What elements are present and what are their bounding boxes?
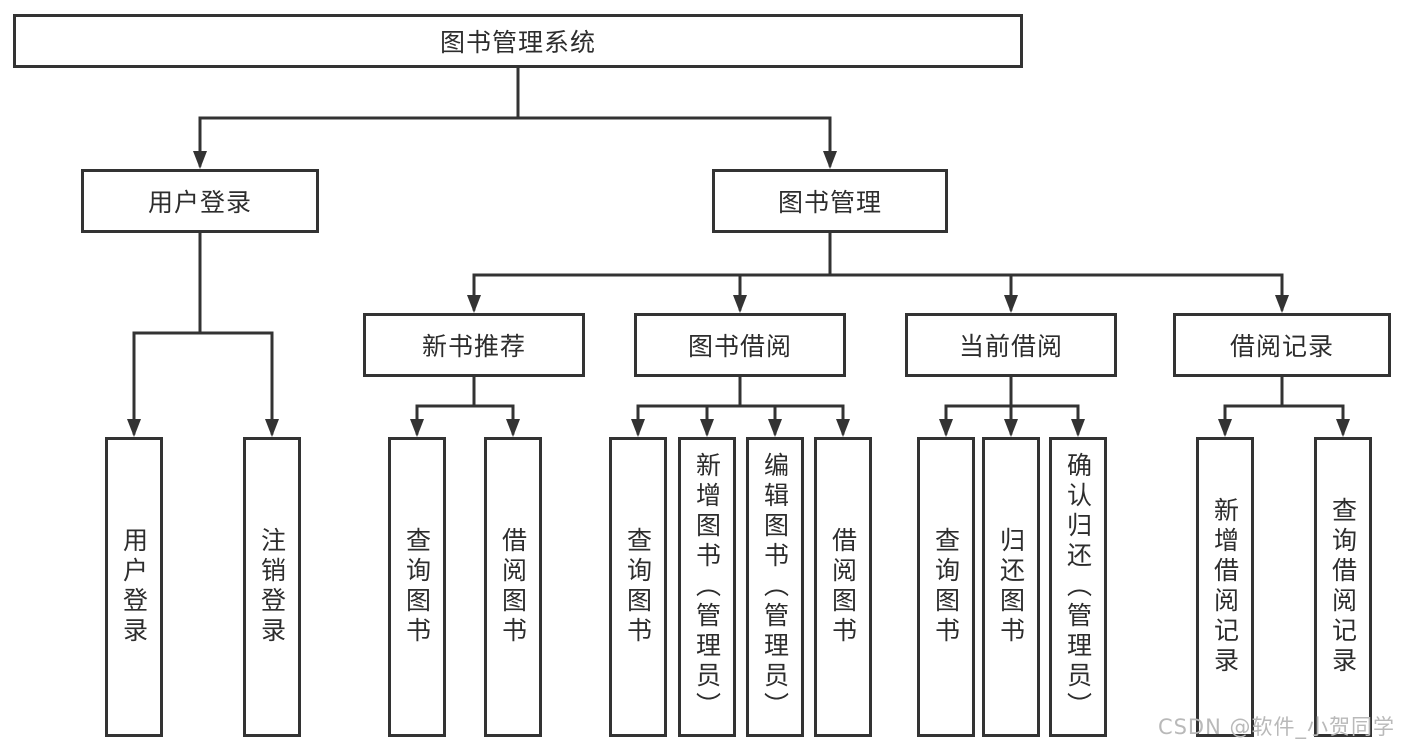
node-library-management-system-label: 图书管理系统: [439, 28, 596, 57]
leaf-logout-label: 注销登录: [257, 527, 287, 647]
node-new-book-recommendation: 新书推荐: [363, 313, 585, 377]
arrow-icon: [1004, 295, 1018, 313]
leaf-borrow-books-recommend-label: 借阅图书: [498, 527, 528, 647]
arrow-icon: [939, 419, 953, 437]
leaf-query-books-current: 查询图书: [917, 437, 975, 737]
node-new-book-recommendation-label: 新书推荐: [421, 332, 526, 361]
node-current-borrowing-label: 当前借阅: [958, 332, 1063, 361]
csdn-watermark: CSDN @软件_小贺同学: [1157, 715, 1395, 739]
arrow-icon: [1336, 419, 1350, 437]
leaf-borrow-books-label: 借阅图书: [828, 527, 858, 647]
arrow-icon: [836, 419, 850, 437]
arrowheads: [127, 151, 1350, 437]
leaf-add-borrow-record-label: 新增借阅记录: [1210, 497, 1240, 677]
leaf-add-borrow-record: 新增借阅记录: [1196, 437, 1254, 737]
leaf-user-login: 用户登录: [105, 437, 163, 737]
leaf-return-book-label: 归还图书: [996, 527, 1026, 647]
node-book-borrowing-label: 图书借阅: [687, 332, 792, 361]
arrow-icon: [1218, 419, 1232, 437]
leaf-user-login-label: 用户登录: [119, 527, 149, 647]
leaf-query-books-borrow: 查询图书: [609, 437, 667, 737]
leaf-borrow-books: 借阅图书: [814, 437, 872, 737]
leaf-query-books-current-label: 查询图书: [931, 527, 961, 647]
node-library-management-system: 图书管理系统: [13, 14, 1023, 68]
arrow-icon: [1275, 295, 1289, 313]
connector-path: [132, 66, 1345, 435]
node-borrowing-records-label: 借阅记录: [1229, 332, 1334, 361]
leaf-query-books-recommend-label: 查询图书: [402, 527, 432, 647]
leaf-borrow-books-recommend: 借阅图书: [484, 437, 542, 737]
arrow-icon: [700, 419, 714, 437]
node-book-management-label: 图书管理: [777, 188, 882, 217]
node-book-borrowing: 图书借阅: [634, 313, 846, 377]
leaf-logout: 注销登录: [243, 437, 301, 737]
leaf-return-book: 归还图书: [982, 437, 1040, 737]
node-book-management: 图书管理: [712, 169, 948, 233]
arrow-icon: [631, 419, 645, 437]
arrow-icon: [193, 151, 207, 169]
arrow-icon: [823, 151, 837, 169]
leaf-edit-book-admin: 编辑图书（管理员）: [746, 437, 804, 737]
node-current-borrowing: 当前借阅: [905, 313, 1117, 377]
node-user-login: 用户登录: [81, 169, 319, 233]
arrow-icon: [506, 419, 520, 437]
node-borrowing-records: 借阅记录: [1173, 313, 1391, 377]
arrow-icon: [265, 419, 279, 437]
node-user-login-label: 用户登录: [147, 188, 252, 217]
arrow-icon: [768, 419, 782, 437]
arrow-icon: [1004, 419, 1018, 437]
leaf-query-borrow-record: 查询借阅记录: [1314, 437, 1372, 737]
leaf-add-book-admin: 新增图书（管理员）: [678, 437, 736, 737]
leaf-edit-book-admin-label: 编辑图书（管理员）: [760, 452, 790, 722]
leaf-confirm-return-admin: 确认归还（管理员）: [1049, 437, 1107, 737]
leaf-confirm-return-admin-label: 确认归还（管理员）: [1063, 452, 1093, 722]
arrow-icon: [127, 419, 141, 437]
arrow-icon: [410, 419, 424, 437]
leaf-add-book-admin-label: 新增图书（管理员）: [692, 452, 722, 722]
leaf-query-books-borrow-label: 查询图书: [623, 527, 653, 647]
leaf-query-books-recommend: 查询图书: [388, 437, 446, 737]
arrow-icon: [467, 295, 481, 313]
arrow-icon: [733, 295, 747, 313]
arrow-icon: [1071, 419, 1085, 437]
leaf-query-borrow-record-label: 查询借阅记录: [1328, 497, 1358, 677]
